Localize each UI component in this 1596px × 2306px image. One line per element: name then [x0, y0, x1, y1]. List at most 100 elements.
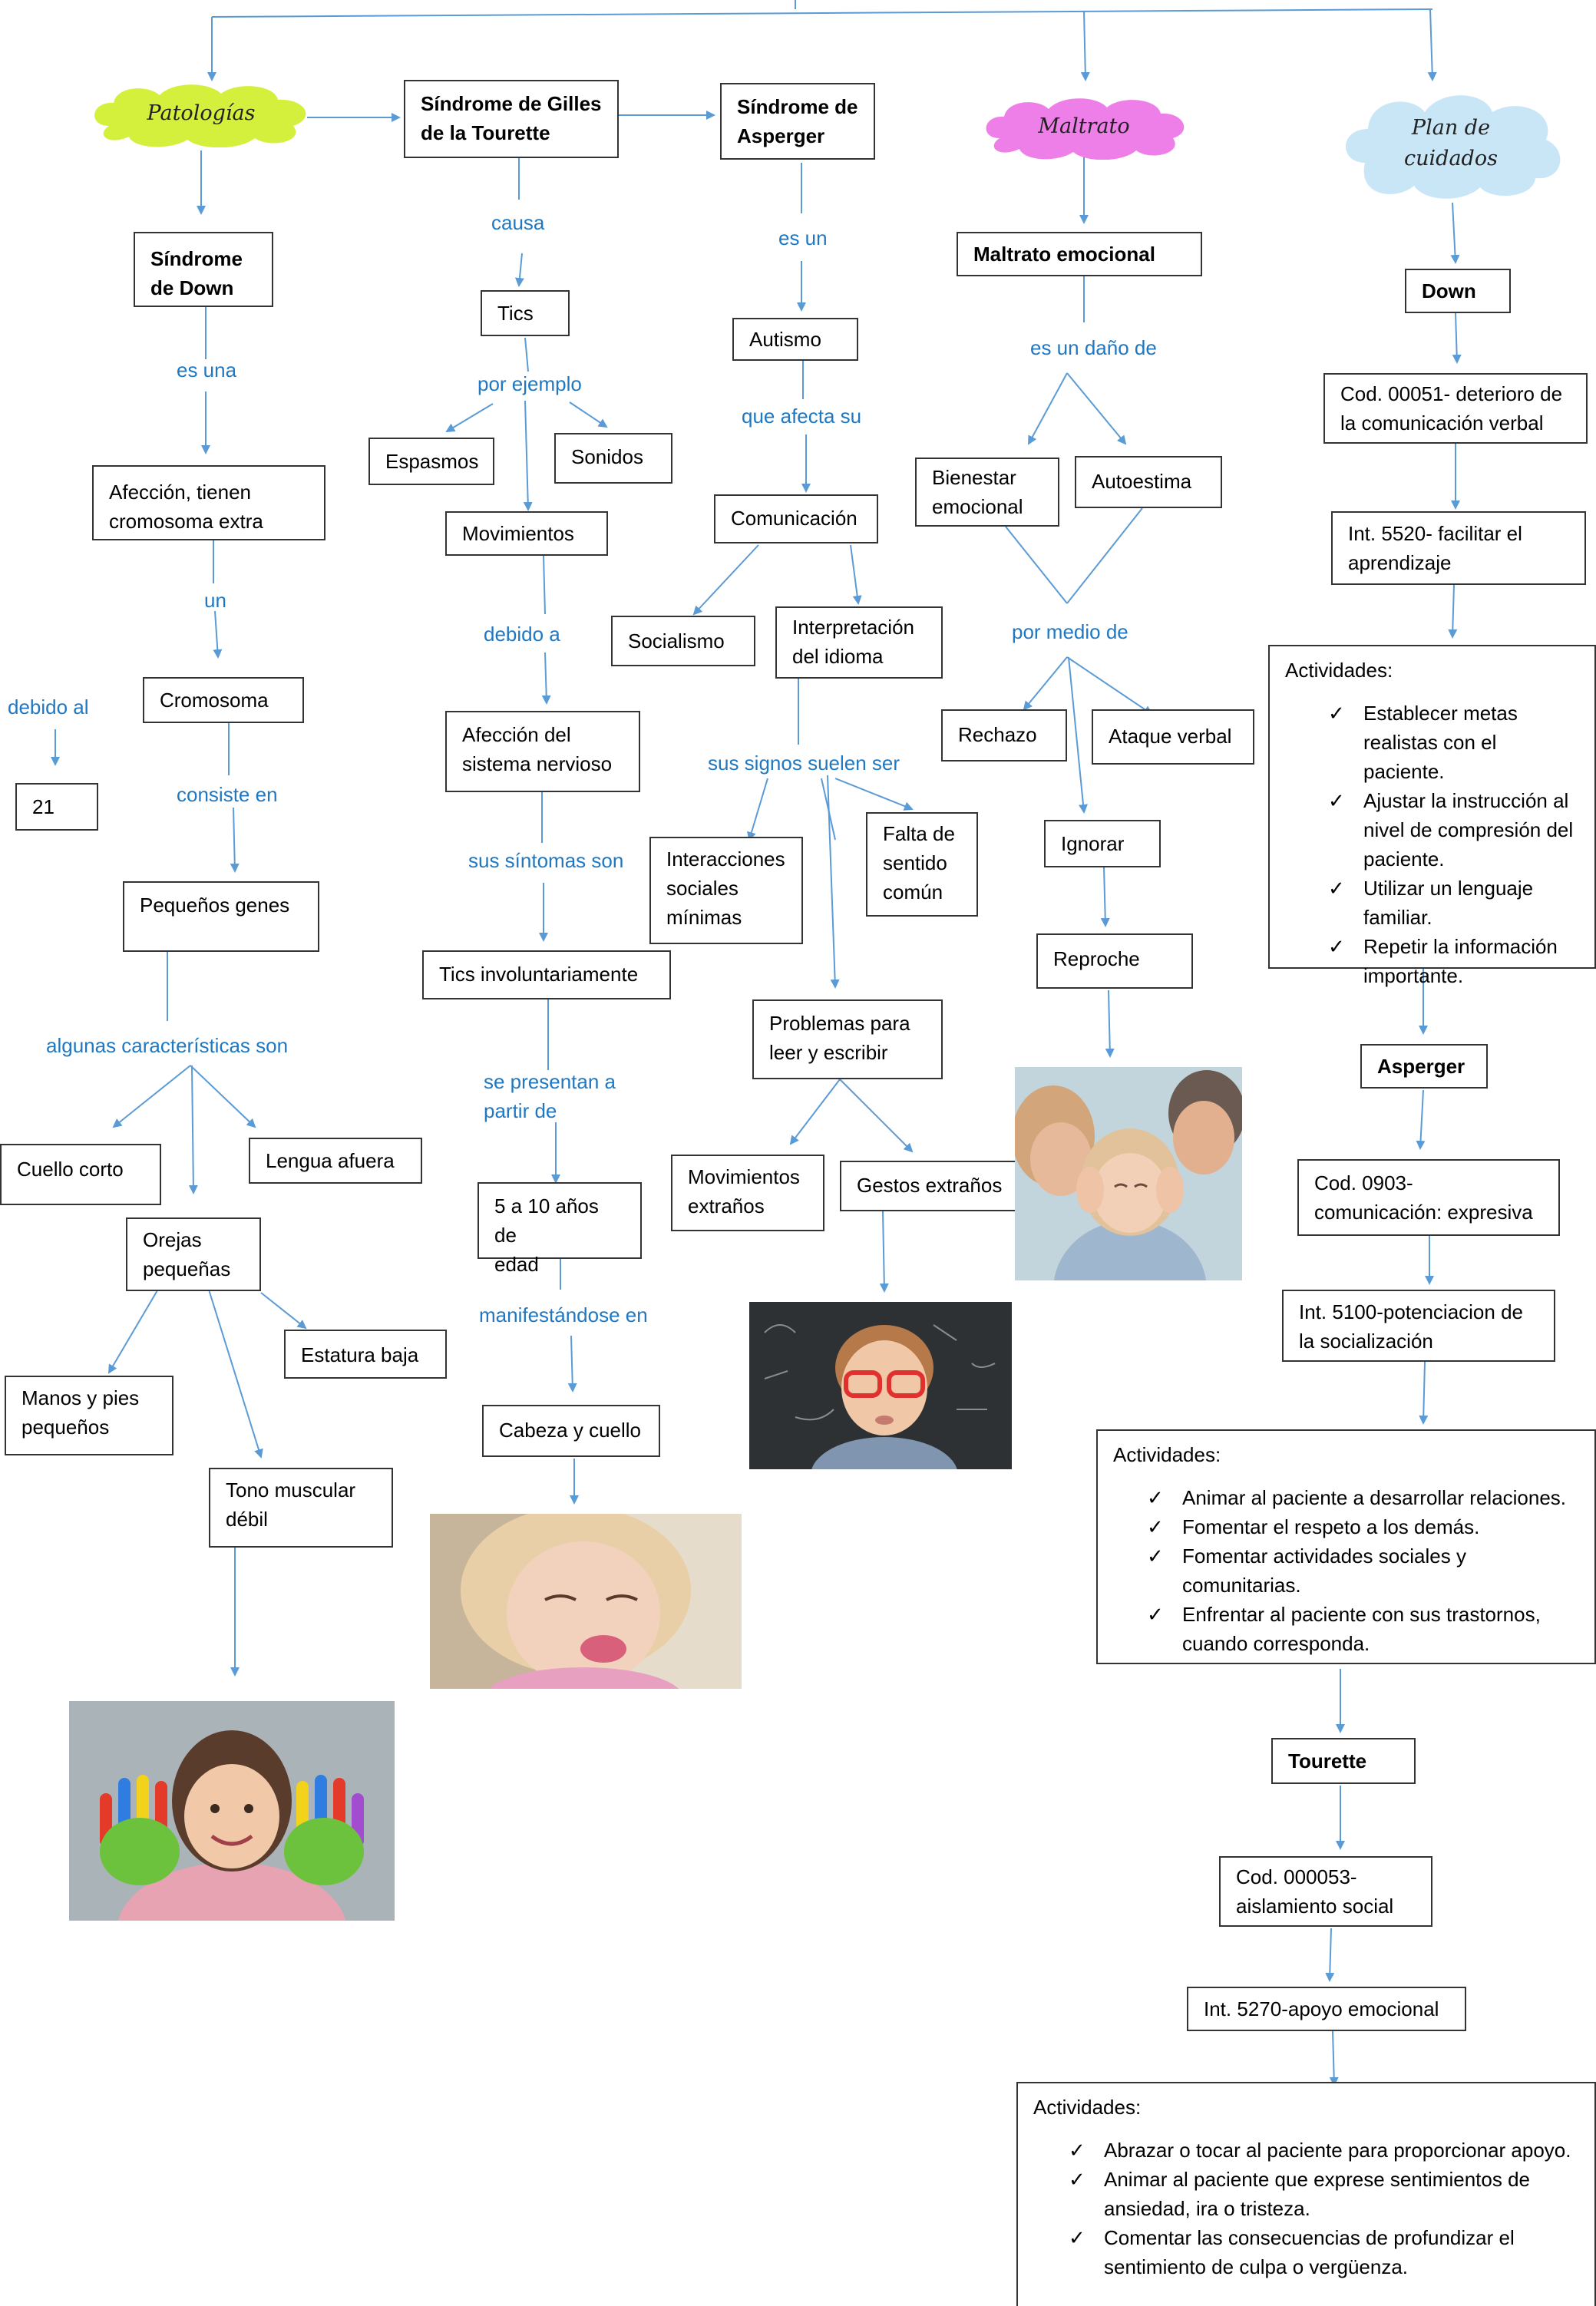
activity-item: ✓ Enfrentar al paciente con sus trastorno… — [1147, 1600, 1579, 1658]
node-movimientos: Movimientos — [445, 511, 608, 556]
node-estatura-baja: Estatura baja — [284, 1330, 447, 1379]
node-manos-pies: Manos y pies pequeños — [5, 1376, 173, 1455]
activities-title: Actividades: — [1033, 2096, 1142, 2119]
node-lengua-afuera: Lengua afuera — [249, 1138, 422, 1184]
link-es-un-dano: es un daño de — [1030, 336, 1157, 359]
link-consiste-en: consiste en — [177, 783, 278, 806]
link-manifestandose: manifestándose en — [479, 1303, 648, 1326]
node-espasmos: Espasmos — [368, 438, 494, 485]
link-sus-sintomas: sus síntomas son — [468, 849, 624, 872]
cloud-shape — [986, 98, 1185, 160]
photo-girl-covering-ears — [1015, 1067, 1242, 1280]
node-cromosoma: Cromosoma — [143, 677, 304, 723]
check-icon: ✓ — [1328, 789, 1345, 812]
node-gestos-extranos: Gestos extraños — [840, 1161, 1019, 1211]
link-por-ejemplo: por ejemplo — [477, 372, 582, 395]
activity-text: Ajustar la instrucción al nivel de compr… — [1363, 789, 1574, 871]
photo-child-painted-hands — [69, 1701, 395, 1921]
activity-item: ✓ Animar al paciente que exprese sentimie… — [1069, 2165, 1579, 2223]
activities-list: ✓ Animar al paciente a desarrollar relaci… — [1113, 1483, 1579, 1658]
node-int-5100: Int. 5100-potenciacion de la socializaci… — [1282, 1290, 1555, 1362]
activity-item: ✓ Animar al paciente a desarrollar relaci… — [1147, 1483, 1579, 1512]
activity-item: ✓ Establecer metas realistas con el pacie… — [1328, 699, 1579, 786]
node-autismo: Autismo — [732, 318, 858, 361]
node-cabeza-cuello: Cabeza y cuello — [482, 1405, 660, 1457]
node-ataque-verbal: Ataque verbal — [1092, 709, 1254, 765]
node-autoestima: Autoestima — [1075, 456, 1222, 508]
check-icon: ✓ — [1147, 1603, 1164, 1626]
cloud-label: Plan de cuidados — [1404, 116, 1498, 170]
check-icon: ✓ — [1147, 1515, 1164, 1538]
link-debido-al: debido al — [8, 695, 89, 719]
activity-item: ✓ Comentar las consecuencias de profundiz… — [1069, 2223, 1579, 2281]
node-socialismo: Socialismo — [611, 616, 755, 666]
cloud-shape — [94, 84, 306, 147]
activity-text: Enfrentar al paciente con sus trastornos… — [1182, 1603, 1541, 1655]
cloud-label: Maltrato — [1038, 114, 1130, 138]
node-tics-involuntarios: Tics involuntariamente — [422, 950, 671, 999]
link-que-afecta: que afecta su — [742, 405, 862, 428]
node-asperger: Síndrome de Asperger — [720, 83, 875, 160]
node-down: Down — [1405, 269, 1511, 313]
node-maltrato-emocional: Maltrato emocional — [957, 232, 1202, 276]
cloud-maltrato: Maltrato — [976, 94, 1191, 160]
node-pequenos-genes: Pequeños genes — [123, 881, 319, 952]
activities-tourette: Actividades: ✓ Abrazar o tocar al pacient… — [1016, 2082, 1596, 2306]
node-comunicacion: Comunicación — [714, 494, 878, 543]
node-cod-000053: Cod. 000053- aislamiento social — [1219, 1856, 1432, 1927]
cloud-patologias: Patologías — [86, 80, 316, 147]
link-un: un — [204, 589, 226, 612]
link-sus-signos: sus signos suelen ser — [708, 752, 900, 775]
node-afeccion-cromosoma: Afección, tienen cromosoma extra — [92, 465, 325, 540]
cloud-shape — [1345, 95, 1561, 199]
link-algunas-caracteristicas: algunas características son — [46, 1034, 289, 1057]
node-movimientos-extranos: Movimientos extraños — [671, 1155, 824, 1231]
node-asperger-plan: Asperger — [1360, 1044, 1488, 1089]
photo-boy-glasses — [749, 1302, 1012, 1469]
check-icon: ✓ — [1069, 2226, 1085, 2249]
node-reproche: Reproche — [1036, 933, 1193, 989]
activities-asperger: Actividades: ✓ Animar al paciente a desar… — [1096, 1429, 1596, 1664]
link-es-una: es una — [177, 358, 237, 382]
cloud-plan-cuidados: Plan de cuidados — [1334, 86, 1568, 201]
check-icon: ✓ — [1147, 1544, 1164, 1568]
node-sindrome-down: Síndrome de Down — [134, 232, 273, 307]
node-interpretacion: Interpretación del idioma — [775, 606, 943, 679]
node-tourette-plan: Tourette — [1271, 1738, 1416, 1784]
check-icon: ✓ — [1328, 877, 1345, 900]
link-se-presentan: se presentan a partir de — [484, 1070, 616, 1122]
link-causa: causa — [491, 211, 545, 234]
check-icon: ✓ — [1328, 702, 1345, 725]
activities-title: Actividades: — [1113, 1443, 1221, 1466]
node-rechazo: Rechazo — [941, 709, 1067, 762]
node-21: 21 — [15, 783, 98, 831]
activity-item: ✓Repetir la información importante. — [1328, 932, 1579, 990]
activity-item: ✓ Ajustar la instrucción al nivel de comp… — [1328, 786, 1579, 874]
node-ignorar: Ignorar — [1044, 820, 1161, 867]
node-orejas-pequenas: Orejas pequeñas — [126, 1217, 261, 1291]
node-tono-muscular: Tono muscular débil — [209, 1468, 393, 1548]
check-icon: ✓ — [1147, 1486, 1164, 1509]
activities-down: Actividades: ✓ Establecer metas realistas… — [1268, 645, 1596, 987]
activity-text: Animar al paciente a desarrollar relacio… — [1182, 1486, 1567, 1509]
node-afeccion-nervioso: Afección del sistema nervioso — [445, 711, 640, 792]
check-icon: ✓ — [1069, 2139, 1085, 2162]
link-por-medio: por medio de — [1012, 620, 1128, 643]
activity-text: Abrazar o tocar al paciente para proporc… — [1104, 2139, 1571, 2162]
activities-title: Actividades: — [1285, 659, 1393, 682]
activity-text: Comentar las consecuencias de profundiza… — [1104, 2226, 1515, 2278]
cloud-label: Patologías — [147, 101, 256, 125]
activity-text: Animar al paciente que exprese sentimien… — [1104, 2168, 1530, 2220]
node-sonidos: Sonidos — [554, 433, 672, 484]
activity-item: ✓Fomentar el respeto a los demás. — [1147, 1512, 1579, 1541]
activity-text: Utilizar un lenguaje familiar. — [1363, 877, 1534, 929]
activities-list: ✓ Abrazar o tocar al paciente para propor… — [1033, 2136, 1579, 2281]
check-icon: ✓ — [1069, 2168, 1085, 2191]
activity-item: ✓ Utilizar un lenguaje familiar. — [1328, 874, 1579, 932]
node-int-5520: Int. 5520- facilitar el aprendizaje — [1331, 511, 1586, 585]
activity-item: ✓ Abrazar o tocar al paciente para propor… — [1069, 2136, 1579, 2165]
node-problemas-leer: Problemas para leer y escribir — [752, 999, 943, 1079]
activity-text: Establecer metas realistas con el pacien… — [1363, 702, 1518, 783]
